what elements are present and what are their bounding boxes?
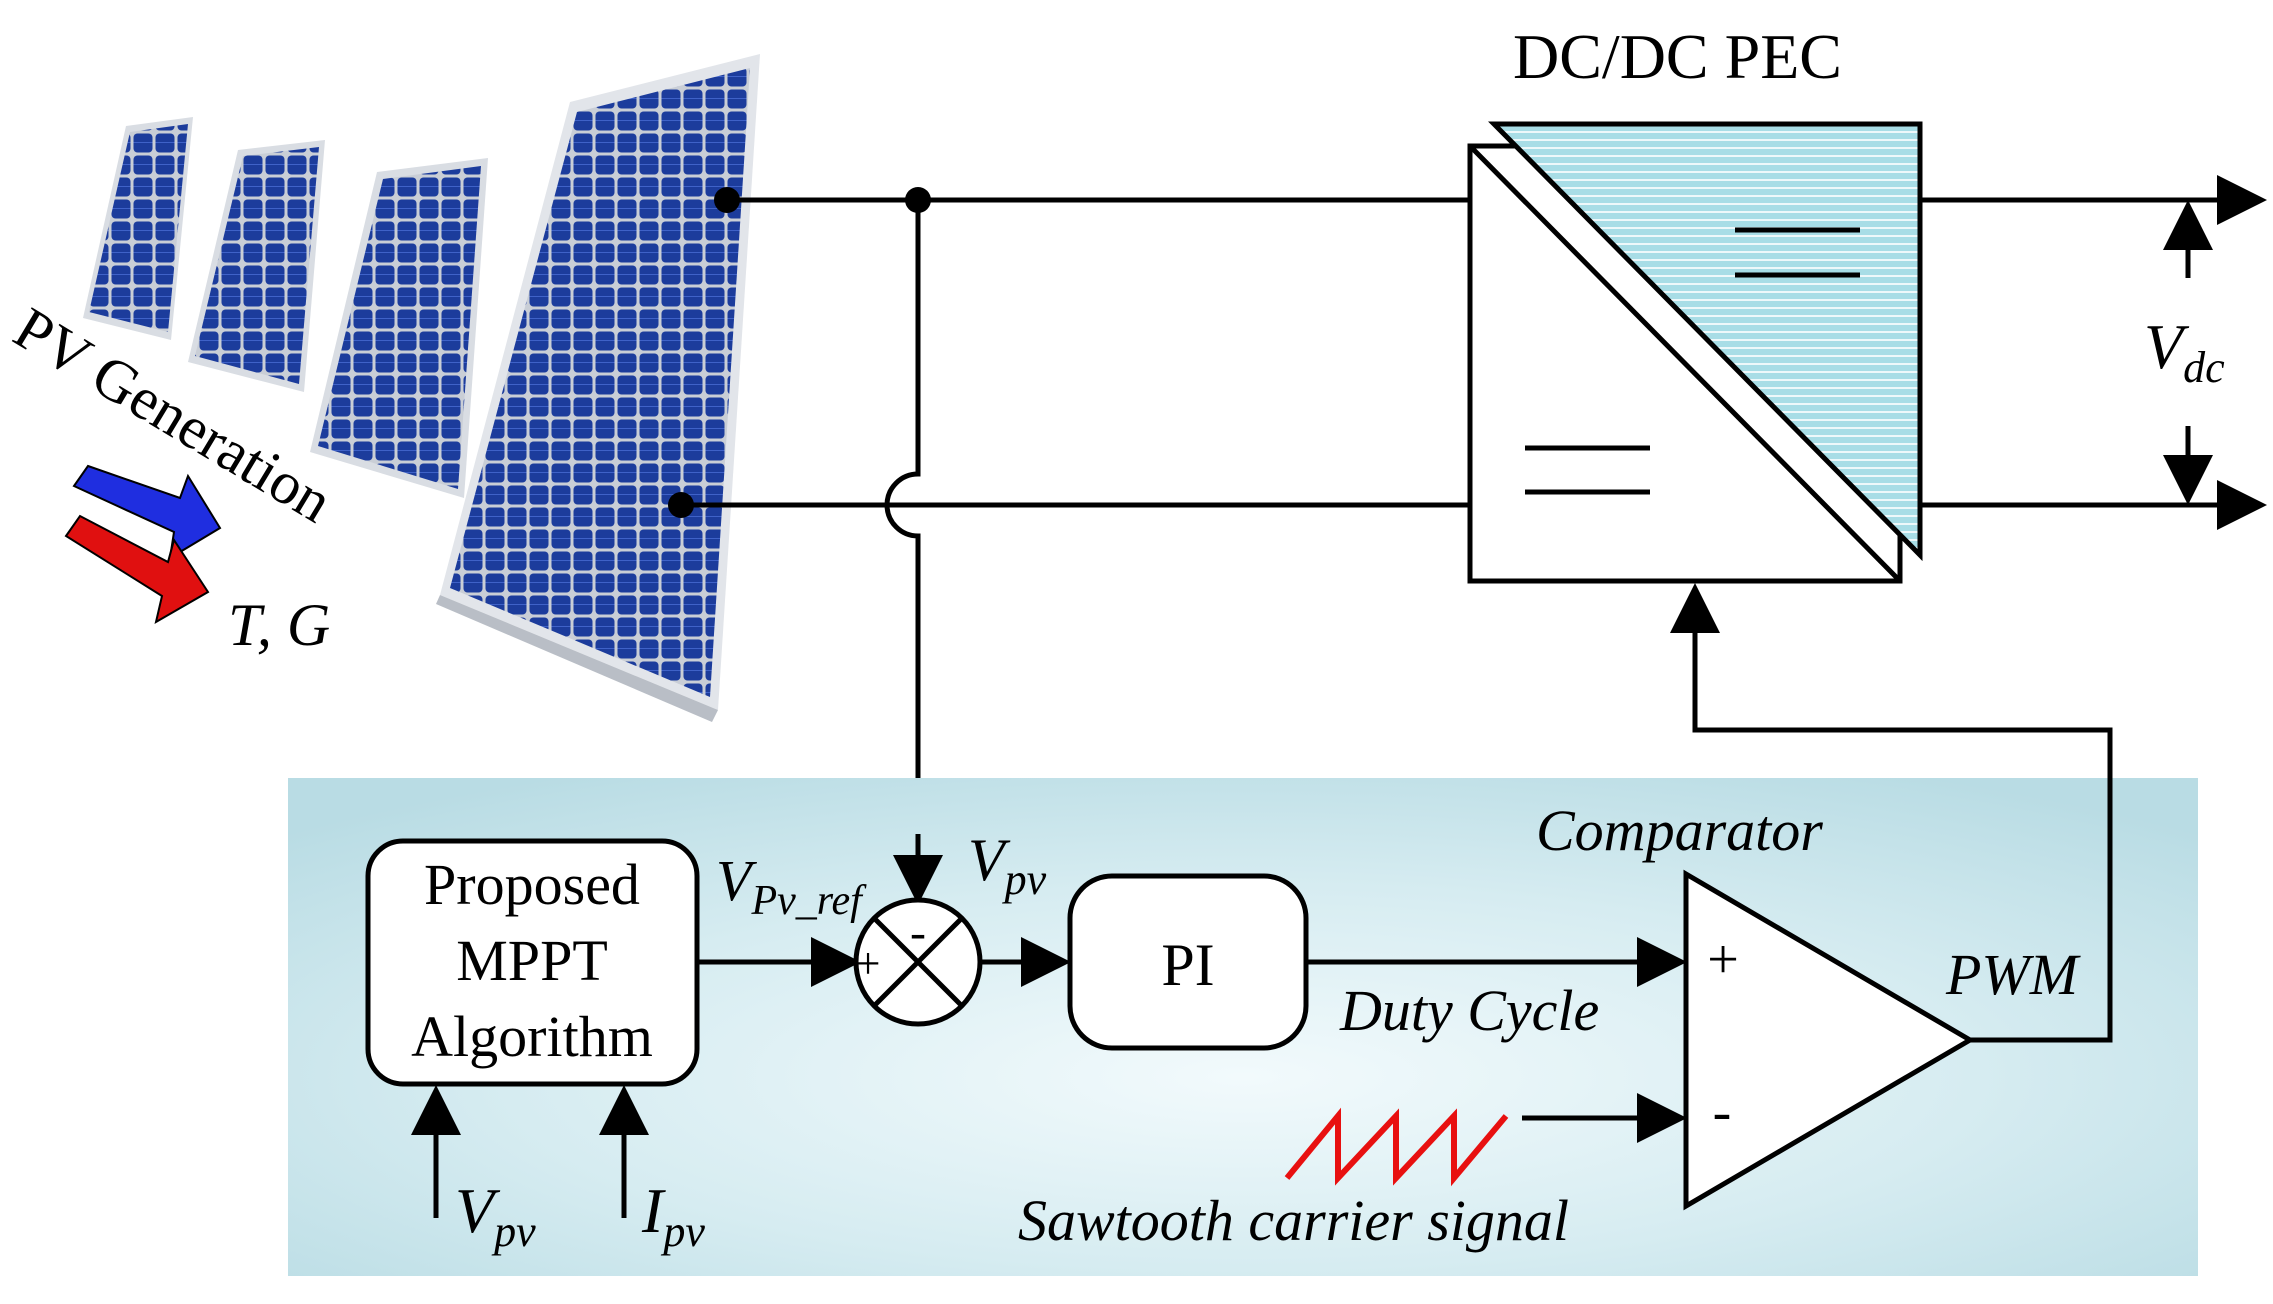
output-voltage-label: Vdc bbox=[2144, 311, 2225, 392]
solar-panels bbox=[83, 54, 760, 722]
solar-panel-2 bbox=[188, 140, 325, 392]
temperature-irradiance-label: T, G bbox=[228, 592, 330, 658]
sawtooth-signal-icon bbox=[1284, 1107, 1509, 1187]
summer-plus-sign: + bbox=[856, 939, 881, 988]
comparator-minus-sign: - bbox=[1713, 1081, 1732, 1143]
pi-label: PI bbox=[1161, 932, 1214, 998]
pwm-label: PWM bbox=[1945, 942, 2081, 1007]
pv-negative-terminal bbox=[668, 492, 694, 518]
comparator-block: + - bbox=[1683, 869, 1975, 1211]
summing-junction: + - bbox=[853, 897, 983, 1027]
converter-title: DC/DC PEC bbox=[1513, 21, 1842, 92]
duty-cycle-label: Duty Cycle bbox=[1339, 978, 1599, 1043]
comparator-label: Comparator bbox=[1536, 798, 1823, 863]
comparator-plus-sign: + bbox=[1707, 929, 1739, 991]
feedback-voltage-label: Vpv bbox=[968, 827, 1047, 904]
mppt-line-1: Proposed bbox=[424, 852, 640, 917]
temperature-irradiance-arrows bbox=[64, 464, 222, 625]
mppt-input-arrows bbox=[411, 1085, 649, 1218]
pi-controller-block: PI bbox=[1067, 873, 1309, 1051]
sense-junction bbox=[905, 187, 931, 213]
summer-minus-sign: - bbox=[910, 906, 926, 959]
pwm-feedback-wire bbox=[1670, 583, 2113, 1043]
reference-voltage-label: VPv_ref bbox=[716, 848, 867, 924]
solar-panel-3 bbox=[310, 158, 488, 498]
pv-bus-wires bbox=[681, 197, 1470, 834]
blue-arrow-icon bbox=[72, 464, 222, 560]
solar-panel-1 bbox=[83, 117, 193, 340]
red-arrow-icon bbox=[64, 514, 210, 625]
mppt-line-2: MPPT bbox=[456, 928, 608, 993]
mppt-input-current-label: Ipv bbox=[641, 1175, 705, 1256]
mppt-block: Proposed MPPT Algorithm bbox=[365, 838, 700, 1087]
mppt-line-3: Algorithm bbox=[411, 1004, 653, 1069]
dc-dc-converter bbox=[1467, 121, 1923, 584]
carrier-signal-label: Sawtooth carrier signal bbox=[1018, 1188, 1569, 1253]
output-wires bbox=[1920, 175, 2267, 530]
mppt-input-voltage-label: Vpv bbox=[455, 1175, 536, 1256]
solar-panel-4 bbox=[436, 54, 760, 722]
pv-positive-terminal bbox=[714, 187, 740, 213]
